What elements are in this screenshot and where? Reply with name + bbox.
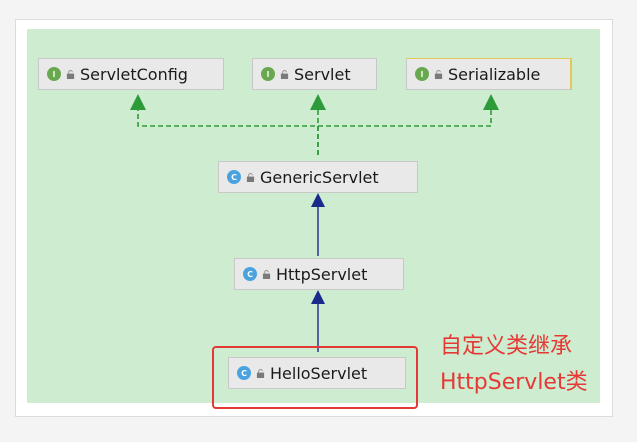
implements-edge-servlet-config (130, 94, 319, 155)
node-http-servlet[interactable]: C HttpServlet (234, 258, 404, 290)
node-label: ServletConfig (80, 64, 188, 84)
node-generic-servlet[interactable]: C GenericServlet (218, 161, 418, 193)
node-serializable[interactable]: I Serializable (406, 58, 572, 90)
node-servlet-config[interactable]: I ServletConfig (38, 58, 224, 90)
class-icon: C (237, 366, 251, 380)
public-lock-icon (256, 368, 265, 378)
node-label: HelloServlet (270, 363, 368, 383)
interface-icon: I (47, 67, 61, 81)
annotation-line-2: HttpServlet类 (440, 370, 588, 395)
public-lock-icon (246, 172, 255, 182)
public-lock-icon (66, 69, 75, 79)
node-label: Servlet (294, 64, 351, 84)
class-icon: C (227, 170, 241, 184)
interface-icon: I (415, 67, 429, 81)
interface-icon: I (261, 67, 275, 81)
class-icon: C (243, 267, 257, 281)
highlight-box (212, 346, 418, 409)
node-label: Serializable (448, 64, 541, 84)
node-label: HttpServlet (276, 264, 368, 284)
implements-edge-serializable (318, 94, 499, 127)
node-servlet[interactable]: I Servlet (252, 58, 377, 90)
diagram-canvas (27, 29, 600, 403)
node-hello-servlet[interactable]: C HelloServlet (228, 357, 406, 389)
node-label: GenericServlet (260, 167, 379, 187)
public-lock-icon (262, 269, 271, 279)
public-lock-icon (280, 69, 289, 79)
public-lock-icon (434, 69, 443, 79)
annotation-line-1: 自定义类继承 (440, 334, 573, 359)
